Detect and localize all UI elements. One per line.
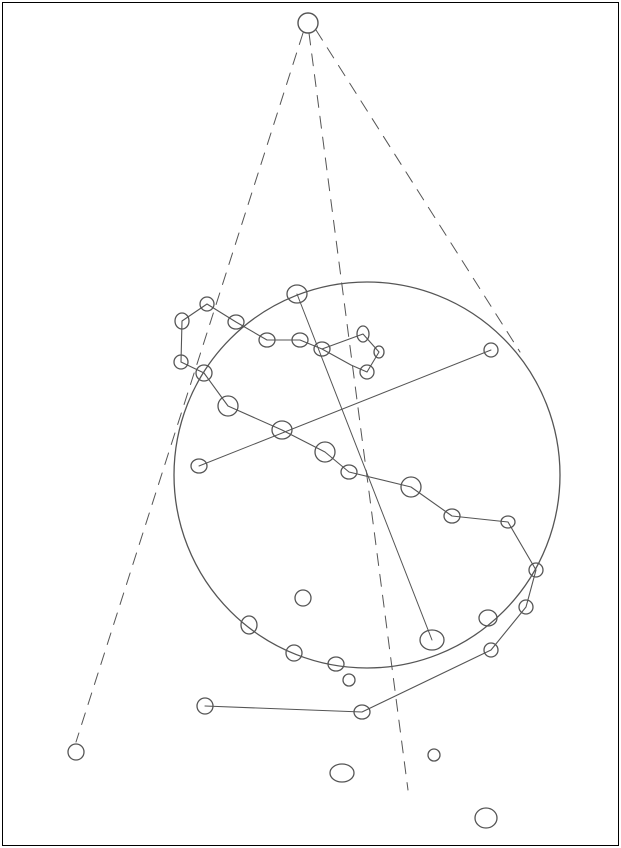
page-border [3,3,619,846]
